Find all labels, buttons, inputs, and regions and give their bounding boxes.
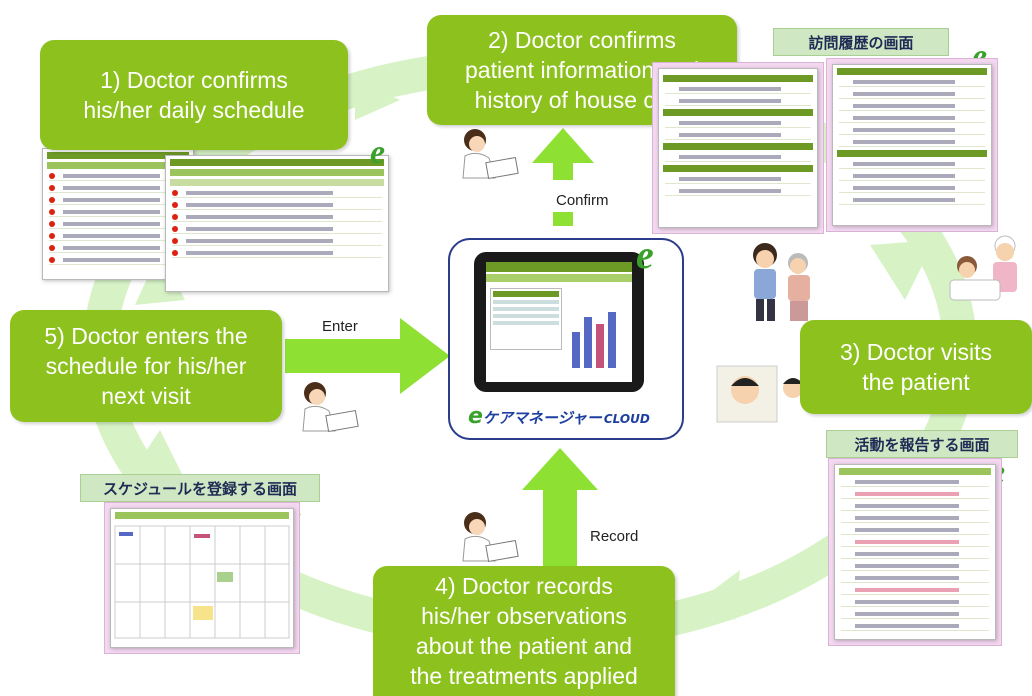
doctor-reading-icon: [462, 129, 519, 180]
doctor-recording-icon: [462, 512, 519, 563]
tablet-bar-chart-icon: [572, 312, 616, 368]
doctor-writing-icon: [302, 382, 359, 433]
visit-history-screenshot-2: [832, 64, 992, 226]
tablet-screen: [486, 262, 632, 382]
visit-history-screenshot-1: [658, 68, 818, 228]
cycle-arrowhead-left: [130, 430, 185, 480]
app-brand-logo: e: [468, 404, 483, 429]
report-activity-screenshot: [834, 464, 996, 640]
register-schedule-screenshot: [110, 508, 294, 648]
tablet-logo-icon: e: [636, 232, 654, 277]
app-brand-name: ケアマネージャー: [482, 409, 602, 427]
step-1-box: 1) Doctor confirms his/her daily schedul…: [40, 40, 348, 150]
cycle-arrowhead-top: [355, 80, 400, 120]
cycle-arrowhead-bottom: [700, 570, 740, 620]
record-label: Record: [590, 528, 639, 545]
brand-logo-icon: e: [370, 134, 386, 171]
step-3-box: 3) Doctor visits the patient: [800, 320, 1032, 414]
cycle-arrowhead-right: [870, 240, 935, 300]
step-4-box: 4) Doctor records his/her observations a…: [373, 566, 675, 696]
nurse-with-patient-icon: [949, 235, 1017, 301]
sick-patient-icon: [716, 365, 803, 423]
step-5-box: 5) Doctor enters the schedule for his/he…: [10, 310, 282, 422]
register-schedule-title: スケジュールを登録する画面: [80, 474, 320, 502]
confirm-label: Confirm: [556, 192, 609, 209]
report-activity-title: 活動を報告する画面: [826, 430, 1018, 458]
calendar-grid-icon: [114, 525, 290, 639]
visit-history-title: 訪問履歴の画面: [773, 28, 949, 56]
caregiver-with-elder-icon: [753, 243, 810, 321]
enter-label: Enter: [322, 318, 358, 335]
app-brand-cloud: CLOUD: [603, 412, 650, 426]
schedule-screenshot-front: [165, 155, 389, 292]
